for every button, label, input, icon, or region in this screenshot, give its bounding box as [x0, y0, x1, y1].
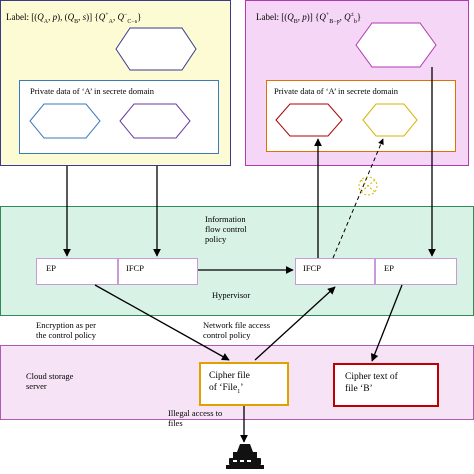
unknown-file-label: ?	[386, 115, 390, 125]
network-access-label: Network file access control policy	[203, 320, 271, 340]
ifcp-left-box	[118, 258, 198, 285]
ep-right-label: EP	[384, 263, 394, 273]
ifcp-left-label: IFCP	[126, 263, 144, 273]
illegal-access-label: Illegal access to files	[168, 408, 223, 428]
private-data-b-title: Private data of ‘A’ in secrete domain	[274, 86, 398, 96]
domain-b-label-expr: [(QB, p)] {Q+B−p, Q±b}	[281, 12, 362, 25]
ifcp-right-box	[295, 258, 375, 285]
info-flow-policy-label: Information flow control policy	[205, 214, 247, 244]
ep-left-label: EP	[46, 263, 56, 273]
domain-b-label: Label: [(QB, p)] {Q+B−p, Q±b}	[256, 10, 361, 27]
encryption-label: Encryption as per the control policy	[36, 320, 96, 340]
attacker-icon	[226, 444, 264, 469]
hypervisor-label: Hypervisor	[212, 290, 251, 300]
secrete-domain-b-label: Secrete domain of ‘B’	[383, 32, 409, 62]
domain-a-label: Label: [(QA, p), (QB, s)] {Q+A, Q−C−s}	[6, 10, 141, 27]
domain-a-label-prefix: Label:	[6, 12, 29, 22]
cipher-text-box	[333, 363, 439, 407]
ifcp-right-label: IFCP	[303, 263, 321, 273]
cipher-file-box	[199, 362, 289, 406]
domain-b-label-prefix: Label:	[256, 12, 279, 22]
cipher-file-label: Cipher file of ‘File1’	[209, 371, 250, 395]
file2-a-label: File2	[145, 116, 163, 129]
domain-a-label-expr: [(QA, p), (QB, s)] {Q+A, Q−C−s}	[31, 12, 142, 25]
private-data-a-title: Private data of ‘A’ in secrete domain	[30, 86, 154, 96]
cloud-server-label: Cloud storage server	[26, 371, 74, 391]
blocked-marker	[358, 176, 378, 196]
secrete-domain-c-label: Secrete domain ‘C’	[143, 34, 169, 64]
file1-b-label: File1	[300, 115, 318, 128]
cipher-text-label: Cipher text of file ‘B’	[345, 372, 398, 394]
ep-left-box	[36, 258, 118, 285]
ep-right-box	[375, 258, 457, 285]
file1-a-label: File1	[55, 116, 73, 129]
